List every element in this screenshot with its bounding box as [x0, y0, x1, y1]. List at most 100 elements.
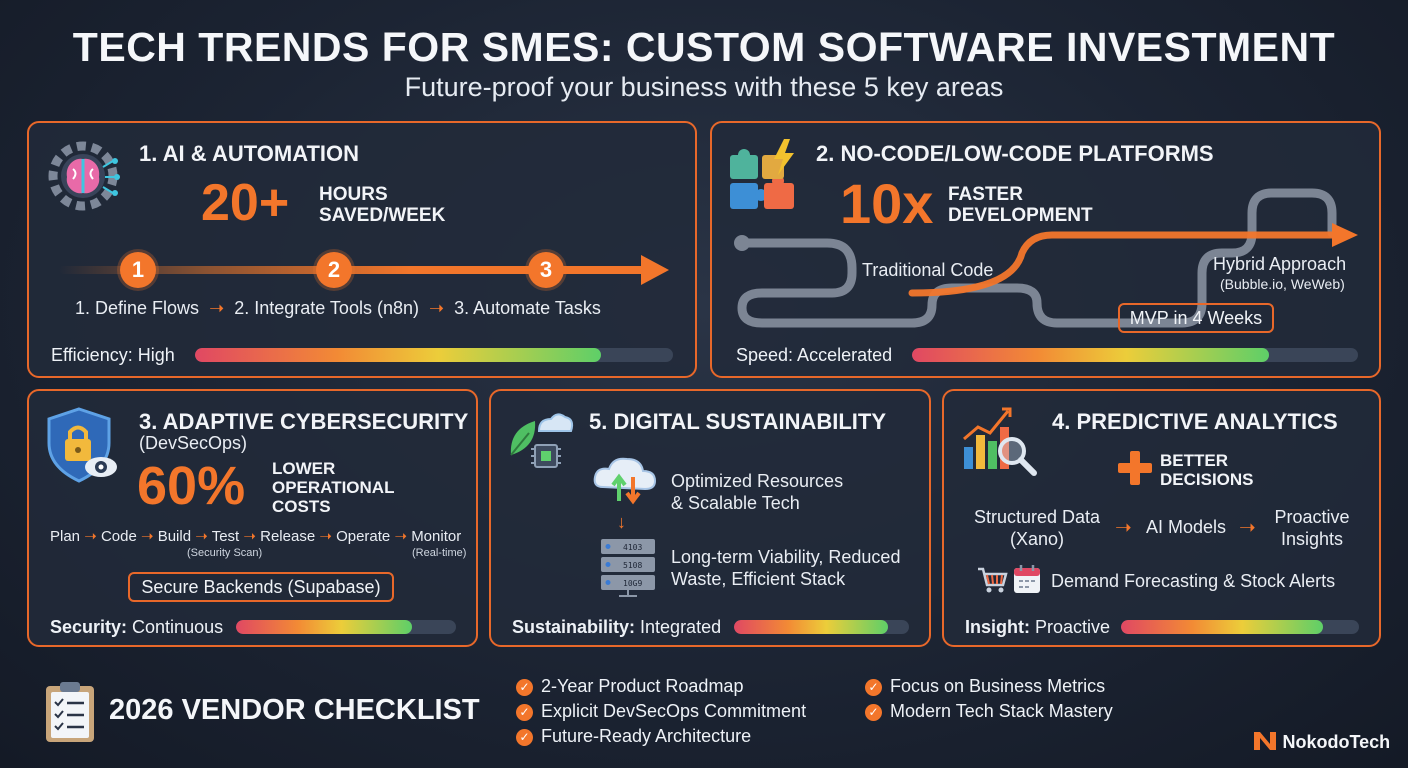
arrow-right-icon: ➝	[390, 528, 412, 545]
page-subtitle: Future-proof your business with these 5 …	[404, 72, 1004, 102]
meter-label-value: Integrated	[635, 617, 722, 637]
path-comparison-graphic	[734, 188, 1358, 328]
card-title: 3. ADAPTIVE CYBERSECURITY	[139, 409, 469, 434]
flow-steps: 1. Define Flows ➝ 2. Integrate Tools (n8…	[75, 298, 601, 319]
meter-fill	[912, 348, 1269, 362]
checklist-item-label: 2-Year Product Roadmap	[541, 676, 744, 696]
speed-meter	[912, 348, 1358, 362]
meter-fill	[236, 620, 412, 634]
arrow-down-icon: ↓	[617, 512, 626, 532]
arrow-right-icon: ➝	[136, 528, 158, 545]
leaf-cloud-chip-icon	[505, 405, 575, 480]
benefit-line-1a: Optimized Resources	[671, 471, 844, 491]
checklist-item: ✓ Modern Tech Stack Mastery	[865, 701, 1113, 722]
pipeline-step: Code	[100, 528, 137, 545]
meter-fill	[1121, 620, 1324, 634]
analytics-flow-2: AI Models	[1146, 517, 1227, 537]
monitor-note: (Real-time)	[412, 547, 467, 559]
meter-fill	[195, 348, 602, 362]
stat-label-line2: SAVED/WEEK	[319, 205, 446, 226]
sustainability-meter	[734, 620, 909, 634]
benefit-line-2b: Waste, Efficient Stack	[671, 569, 846, 589]
stat-value: 60%	[137, 456, 246, 516]
card-title: 2. NO-CODE/LOW-CODE PLATFORMS	[816, 141, 1214, 166]
stat-label: HOURS SAVED/WEEK	[319, 184, 445, 226]
timeline-line	[59, 266, 645, 274]
analytics-flow-3: Proactive Insights	[1264, 506, 1360, 550]
benefit-line-1b: & Scalable Tech	[671, 493, 800, 513]
timeline-arrowhead-icon	[641, 255, 669, 285]
traditional-code-label: Traditional Code	[862, 260, 994, 280]
ai-brain-gear-icon	[45, 137, 125, 220]
meter-label-key: Sustainability:	[512, 617, 636, 637]
pipeline-step: Build	[157, 528, 192, 545]
stat-label-line1: FASTER	[948, 184, 1023, 205]
flow-1-line-a: Structured Data	[973, 507, 1101, 527]
card-title: 1. AI & AUTOMATION	[139, 141, 359, 166]
stat-label-line2: DEVELOPMENT	[948, 205, 1093, 226]
checklist-item-label: Future-Ready Architecture	[541, 726, 752, 746]
arrow-right-icon: ➝	[423, 298, 450, 318]
arrow-right-icon: ➝	[1115, 517, 1132, 539]
flow-step-2: 2. Integrate Tools (n8n)	[234, 298, 419, 318]
arrow-right-icon: ➝	[315, 528, 337, 545]
benefit-line-2a: Long-term Viability, Reduced	[671, 547, 901, 567]
clipboard-checklist-icon	[44, 680, 96, 749]
meter-label-value: Proactive	[1030, 617, 1111, 637]
check-icon: ✓	[865, 704, 882, 721]
plus-icon	[1118, 451, 1152, 485]
stat-label-line2: OPERATIONAL	[272, 478, 395, 497]
checklist-item: ✓Focus on Business Metrics	[865, 676, 1105, 697]
insight-meter	[1121, 620, 1359, 634]
pipeline-step: Operate	[336, 528, 391, 545]
hybrid-approach-label: Hybrid Approach	[1213, 254, 1347, 274]
hybrid-approach-sub: (Bubble.io, WeWeb)	[1220, 276, 1345, 292]
check-icon: ✓	[516, 679, 533, 696]
meter-label: Efficiency: High	[51, 345, 175, 365]
chart-magnifier-icon	[962, 405, 1038, 482]
checklist-item-label: Focus on Business Metrics	[890, 676, 1106, 696]
card-predictive-analytics: 4. PREDICTIVE ANALYTICS BETTER DECISIONS…	[942, 389, 1381, 647]
shopping-cart-icon	[976, 565, 1008, 600]
stat-label: LOWER OPERATIONAL COSTS	[272, 459, 394, 516]
meter-label: Speed: Accelerated	[736, 345, 893, 365]
card-ai-automation: 1. AI & AUTOMATION 20+ HOURS SAVED/WEEK …	[27, 121, 697, 378]
devsecops-pipeline: Plan ➝ Code ➝ Build ➝ Test ➝ Release ➝ O…	[50, 527, 461, 545]
pipeline-step: Release	[260, 528, 316, 545]
step-circle-2: 2	[316, 252, 352, 288]
stat-value: 10x	[840, 172, 934, 235]
checklist-item-label: Modern Tech Stack Mastery	[890, 701, 1113, 721]
arrow-right-icon: ➝	[191, 528, 212, 545]
plus-label: BETTER DECISIONS	[1160, 451, 1254, 489]
arrow-right-icon: ➝	[80, 528, 101, 545]
meter-label-value: Continuous	[127, 617, 224, 637]
stat-label: FASTER DEVELOPMENT	[948, 184, 1093, 226]
plus-label-line2: DECISIONS	[1160, 470, 1254, 489]
brand-name: NokodoTech	[1282, 732, 1391, 752]
secure-backends-badge: Secure Backends (Supabase)	[128, 572, 394, 602]
step-circle-1: 1	[120, 252, 156, 288]
shield-lock-eye-icon	[43, 405, 121, 490]
mvp-badge: MVP in 4 Weeks	[1118, 303, 1274, 333]
step-circle-3: 3	[528, 252, 564, 288]
analytics-flow-1: Structured Data (Xano)	[969, 506, 1105, 550]
checklist-title: 2026 VENDOR CHECKLIST	[109, 694, 480, 726]
meter-label-key: Insight:	[965, 617, 1030, 637]
forecast-label: Demand Forecasting & Stock Alerts	[1051, 571, 1336, 591]
card-sustainability: 5. DIGITAL SUSTAINABILITY ↓ 4103 5108 10…	[489, 389, 931, 647]
arrow-right-icon: ➝	[1239, 517, 1256, 539]
test-note: (Security Scan)	[187, 547, 263, 559]
pipeline-step: Test	[211, 528, 240, 545]
arrow-right-icon: ➝	[204, 298, 230, 318]
flow-step-1: 1. Define Flows	[75, 298, 200, 318]
cloud-sync-icon	[591, 453, 659, 510]
stat-label-line1: LOWER	[272, 459, 336, 478]
card-subtitle: (DevSecOps)	[139, 433, 248, 453]
stat-label-line1: HOURS	[319, 184, 388, 205]
checklist-item: ✓Explicit DevSecOps Commitment	[516, 701, 806, 722]
arrow-right-icon: ➝	[239, 528, 261, 545]
efficiency-meter	[195, 348, 673, 362]
checklist-item: ✓ Future-Ready Architecture	[516, 726, 751, 747]
plus-label-line1: BETTER	[1160, 451, 1228, 470]
check-icon: ✓	[516, 729, 533, 746]
